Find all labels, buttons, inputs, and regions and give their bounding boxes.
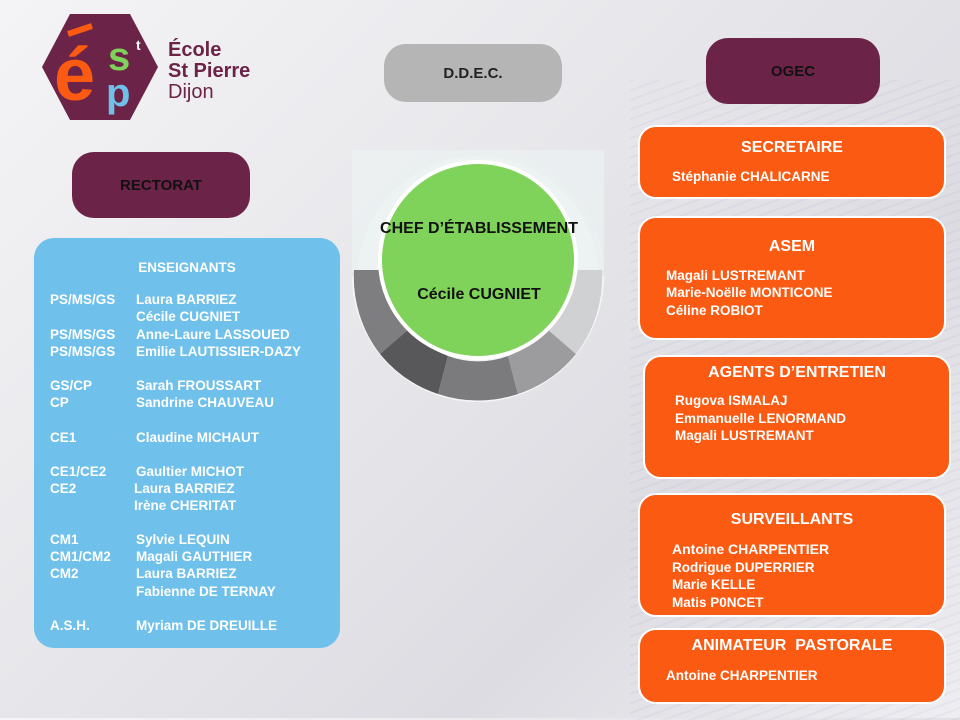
pastorale-member: Antoine CHARPENTIER [666, 668, 818, 683]
surveillants-member: Antoine CHARPENTIER [672, 541, 830, 557]
rectorat-box: RECTORAT [72, 152, 250, 218]
teacher-row: Cécile CUGNIET [50, 309, 330, 326]
surveillants-member: Rodrigue DUPERRIER [672, 560, 815, 575]
teacher-level: CP [50, 395, 69, 410]
teacher-row: PS/MS/GS Laura BARRIEZ [50, 292, 330, 309]
ddec-box: D.D.E.C. [384, 44, 562, 102]
teacher-name: Irène CHERITAT [134, 498, 237, 513]
teacher-level: PS/MS/GS [50, 292, 116, 307]
asem-title: ASEM [768, 238, 816, 255]
asem-member: Magali LUSTREMANT [666, 268, 805, 283]
teacher-name: Laura BARRIEZ [136, 566, 237, 581]
ogec-label: OGEC [770, 62, 816, 80]
teacher-level: CE1 [50, 430, 77, 445]
teacher-name: Claudine MICHAUT [136, 430, 259, 445]
teacher-row: CM1 Sylvie LEQUIN [50, 532, 330, 549]
rectorat-label: RECTORAT [120, 176, 202, 194]
teacher-row: CM2 Laura BARRIEZ [50, 566, 330, 583]
teacher-row: CP Sandrine CHAUVEAU [50, 395, 330, 412]
surveillants-member: Matis P0NCET [672, 595, 764, 610]
enseignants-title: ENSEIGNANTS [138, 260, 236, 275]
surveillants-member: Marie KELLE [672, 577, 756, 592]
teacher-name: Sylvie LEQUIN [136, 532, 230, 547]
svg-text:s: s [108, 35, 130, 79]
teacher-name: Laura BARRIEZ [136, 292, 237, 307]
teacher-row: A.S.H. Myriam DE DREUILLE [50, 618, 330, 635]
chef-circle-graphic [352, 150, 604, 402]
ddec-label: D.D.E.C. [443, 64, 503, 82]
chef-title: CHEF D’ÉTABLISSEMENT [380, 220, 578, 237]
teacher-name: Sandrine CHAUVEAU [136, 395, 275, 410]
pastorale-title: ANIMATEUR PASTORALE [691, 637, 893, 654]
secretaire-box: SECRETAIRE Stéphanie CHALICARNE [638, 125, 946, 199]
pastorale-box: ANIMATEUR PASTORALE Antoine CHARPENTIER [638, 628, 946, 704]
teacher-level: CE1/CE2 [50, 464, 107, 479]
teacher-level: PS/MS/GS [50, 344, 116, 359]
teacher-name: Laura BARRIEZ [134, 481, 235, 496]
secretaire-member: Stéphanie CHALICARNE [672, 169, 830, 184]
school-name-line1: École [168, 39, 222, 61]
teacher-name: Anne-Laure LASSOUED [136, 327, 290, 342]
asem-member: Céline ROBIOT [666, 303, 763, 318]
agents-box: AGENTS D’ENTRETIEN Rugova ISMALAJ Emmanu… [643, 355, 951, 479]
school-name: École St Pierre Dijon [168, 40, 250, 103]
teacher-row: CM1/CM2 Magali GAUTHIER [50, 549, 330, 566]
agents-title: AGENTS D’ENTRETIEN [708, 364, 886, 381]
teacher-level: CE2 [50, 481, 77, 496]
school-logo: é s t p [42, 14, 158, 120]
agents-member: Magali LUSTREMANT [675, 428, 814, 443]
surveillants-title: SURVEILLANTS [730, 511, 854, 528]
teacher-name: Myriam DE DREUILLE [136, 618, 278, 633]
ogec-box: OGEC [706, 38, 880, 104]
teacher-row: CE1 Claudine MICHAUT [50, 430, 330, 447]
agents-member: Rugova ISMALAJ [675, 393, 788, 408]
teacher-row: CE2 Laura BARRIEZ [50, 481, 330, 498]
asem-box: ASEM Magali LUSTREMANT Marie-Noëlle MONT… [638, 216, 946, 340]
svg-text:p: p [106, 71, 130, 115]
teacher-level: PS/MS/GS [50, 327, 116, 342]
teacher-name: Sarah FROUSSART [136, 378, 262, 393]
surveillants-box: SURVEILLANTS Antoine CHARPENTIER Rodrigu… [638, 493, 946, 617]
chef-name: Cécile CUGNIET [417, 286, 541, 303]
teacher-name: Fabienne DE TERNAY [136, 584, 276, 599]
svg-text:t: t [136, 37, 141, 53]
enseignants-panel: ENSEIGNANTS PS/MS/GS Laura BARRIEZ Cécile… [34, 238, 340, 648]
teacher-name: Gaultier MICHOT [136, 464, 245, 479]
teacher-row: PS/MS/GS Anne-Laure LASSOUED [50, 327, 330, 344]
school-name-line3: Dijon [168, 81, 214, 103]
teacher-level: A.S.H. [50, 618, 90, 633]
teacher-name: Cécile CUGNIET [136, 309, 241, 324]
teacher-level: CM1/CM2 [50, 549, 111, 564]
school-name-line2: St Pierre [168, 60, 251, 82]
secretaire-title: SECRETAIRE [741, 139, 843, 156]
teacher-row: GS/CP Sarah FROUSSART [50, 378, 330, 395]
teacher-row: CE1/CE2 Gaultier MICHOT [50, 464, 330, 481]
teacher-level: GS/CP [50, 378, 93, 393]
teacher-level: CM2 [50, 566, 79, 581]
agents-member: Emmanuelle LENORMAND [675, 411, 847, 426]
teacher-level: CM1 [50, 532, 79, 547]
teacher-row: PS/MS/GS Emilie LAUTISSIER-DAZY [50, 344, 330, 361]
asem-member: Marie-Noëlle MONTICONE [666, 285, 833, 300]
teacher-row: Irène CHERITAT [50, 498, 330, 515]
teacher-name: Emilie LAUTISSIER-DAZY [136, 344, 302, 359]
teacher-row: Fabienne DE TERNAY [50, 584, 330, 601]
teacher-name: Magali GAUTHIER [136, 549, 253, 564]
svg-text:é: é [54, 33, 95, 116]
